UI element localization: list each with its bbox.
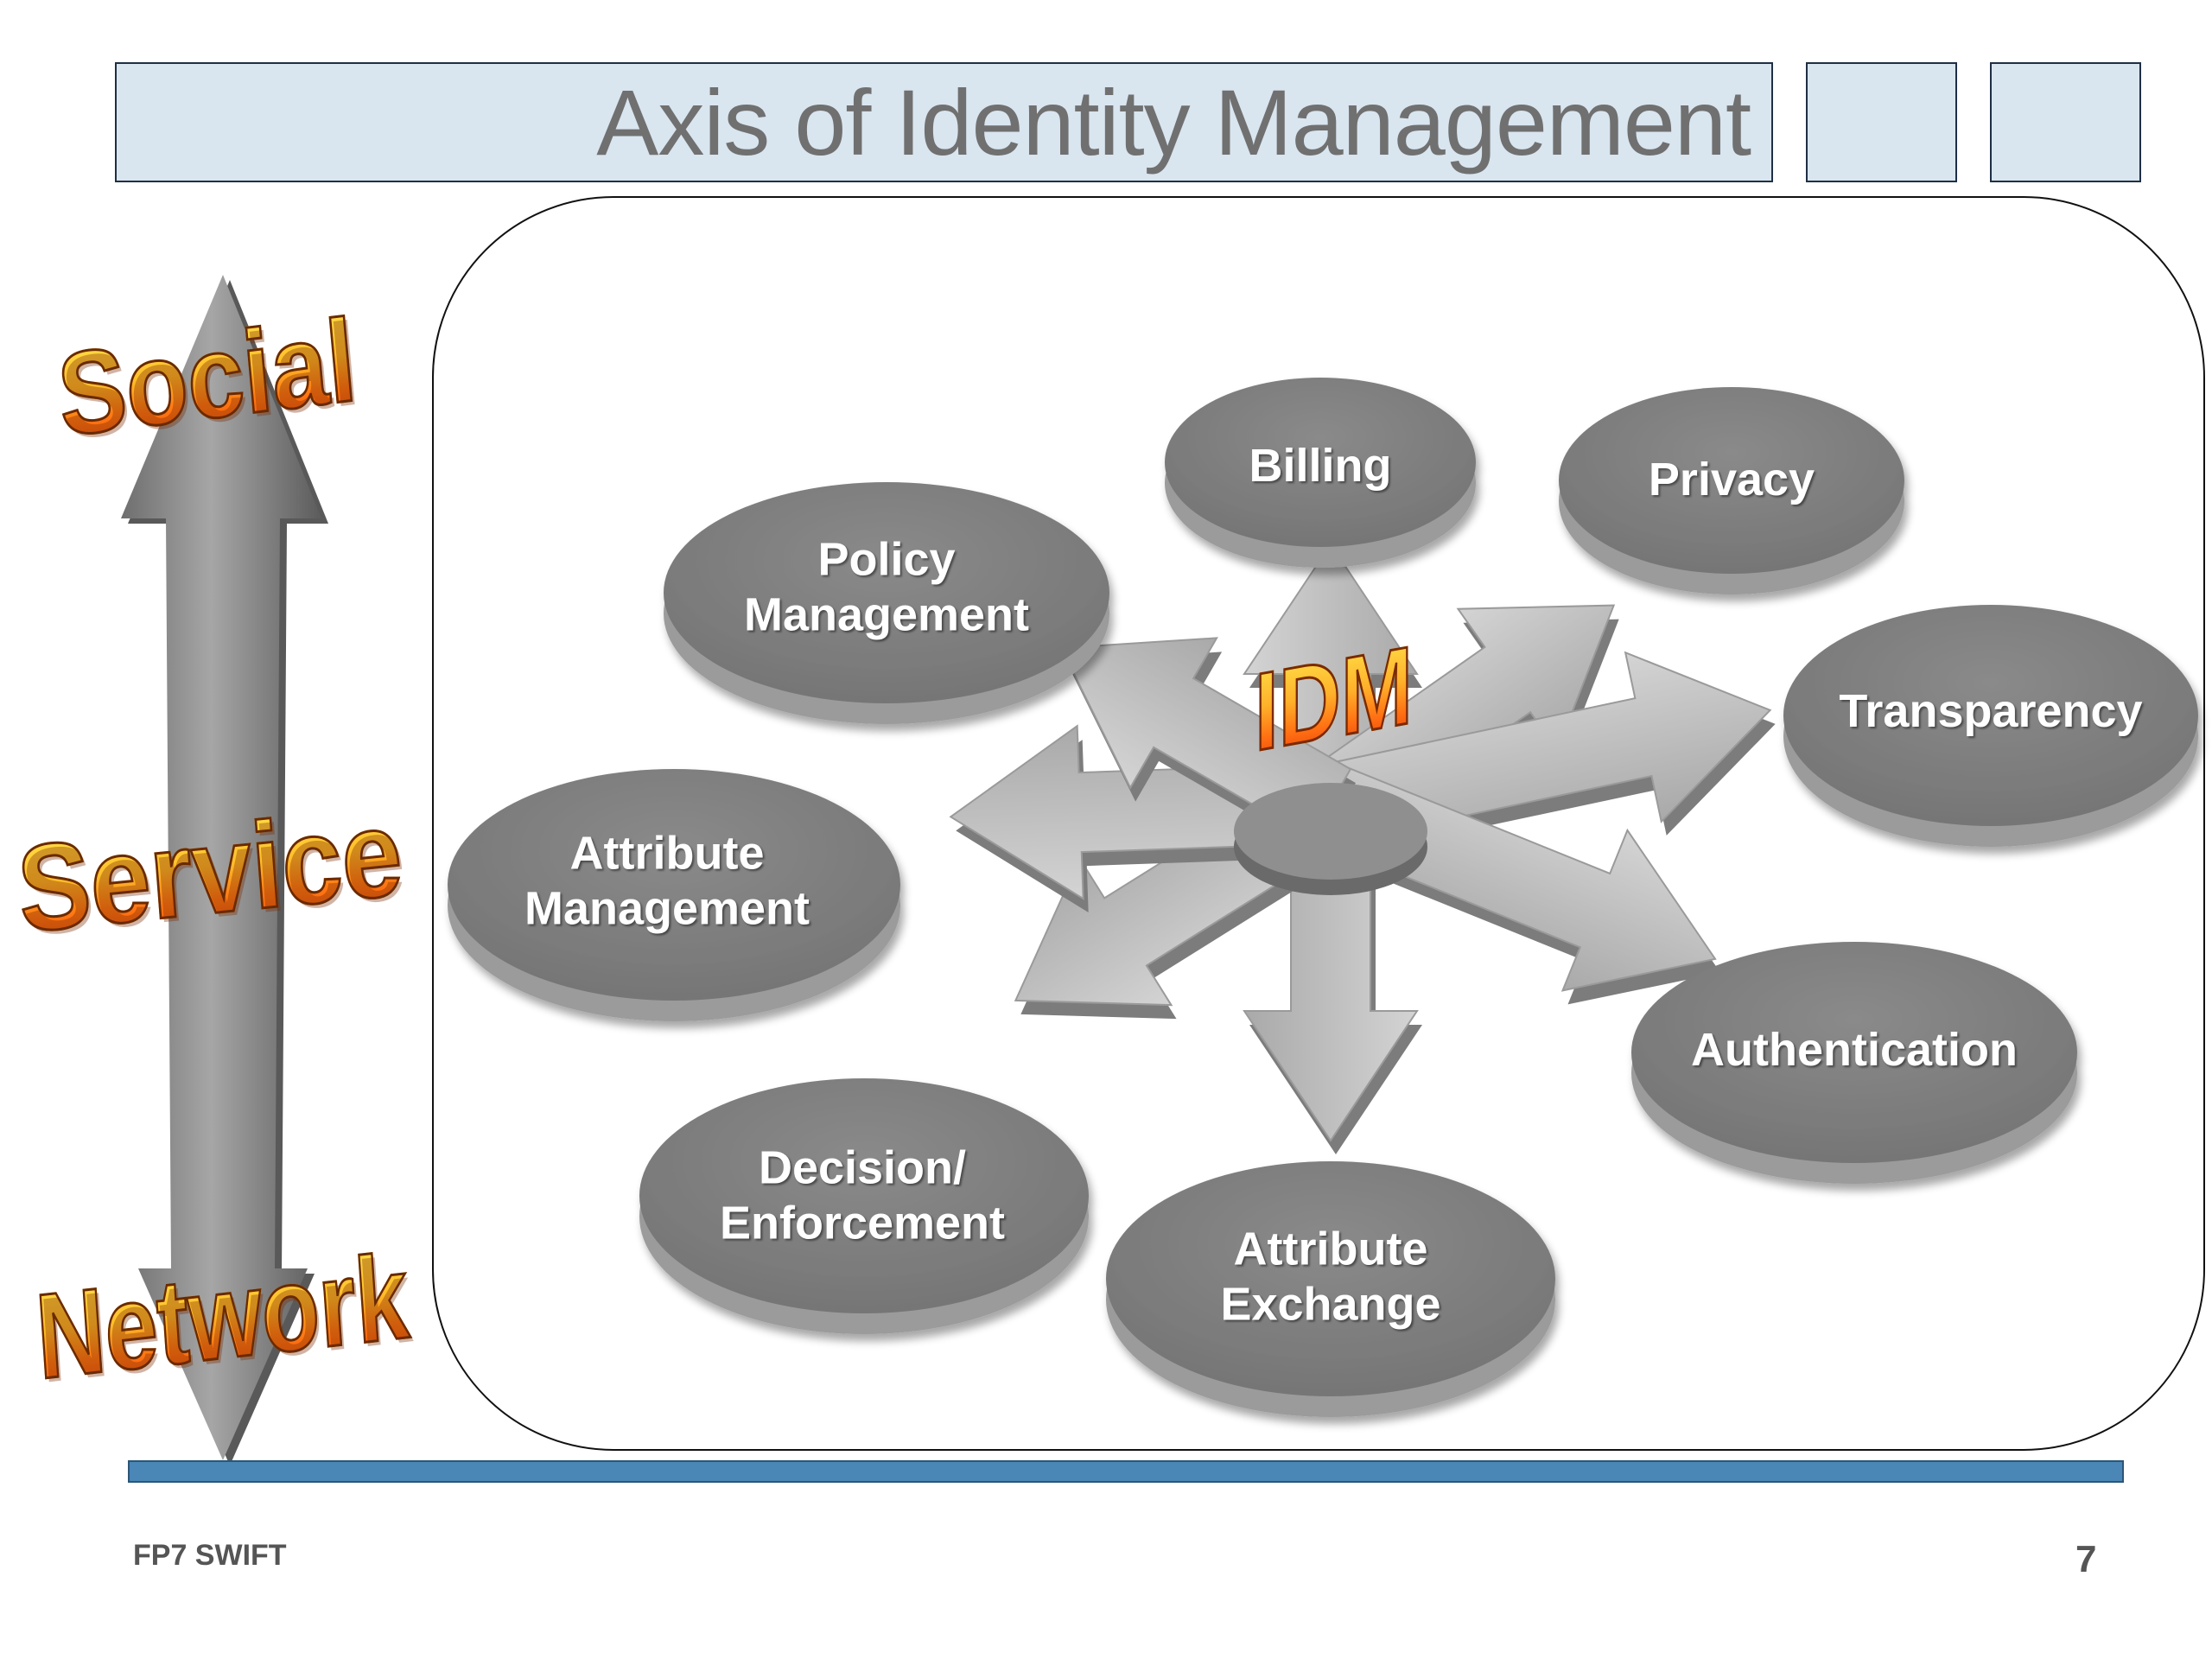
- diagram-frame: [432, 196, 2205, 1451]
- oval-label-decision-enforcement: Decision/Enforcement: [719, 1141, 1006, 1249]
- footer-project: FP7 SWIFT: [133, 1539, 287, 1572]
- title-decor-box-1: [1806, 62, 1957, 182]
- oval-privacy: [1559, 387, 1904, 594]
- oval-decision-enforcement: [639, 1078, 1089, 1334]
- oval-label-transparency: Transparency: [1839, 685, 2143, 738]
- page-number: 7: [2075, 1538, 2097, 1580]
- oval-transparency: [1783, 605, 2198, 847]
- idm-center-label: IDM: [1254, 622, 1414, 777]
- bottom-rule: [128, 1460, 2124, 1483]
- slide-title: Axis of Identity Management: [596, 69, 1751, 175]
- oval-policy-management: [664, 482, 1109, 724]
- oval-authentication: [1631, 942, 2077, 1184]
- title-decor-box-2: [1990, 62, 2141, 182]
- title-bar: Axis of Identity Management: [115, 62, 1773, 182]
- oval-label-privacy: Privacy: [1648, 454, 1815, 506]
- component-ovals: [448, 378, 2198, 1417]
- oval-billing: [1165, 378, 1476, 568]
- oval-label-billing: Billing: [1249, 440, 1392, 493]
- oval-attribute-exchange: [1106, 1161, 1555, 1417]
- oval-label-authentication: Authentication: [1691, 1024, 2018, 1077]
- idm-hub: [1234, 783, 1427, 895]
- oval-attribute-management: [448, 769, 900, 1021]
- vertical-axis-arrow: [121, 275, 328, 1465]
